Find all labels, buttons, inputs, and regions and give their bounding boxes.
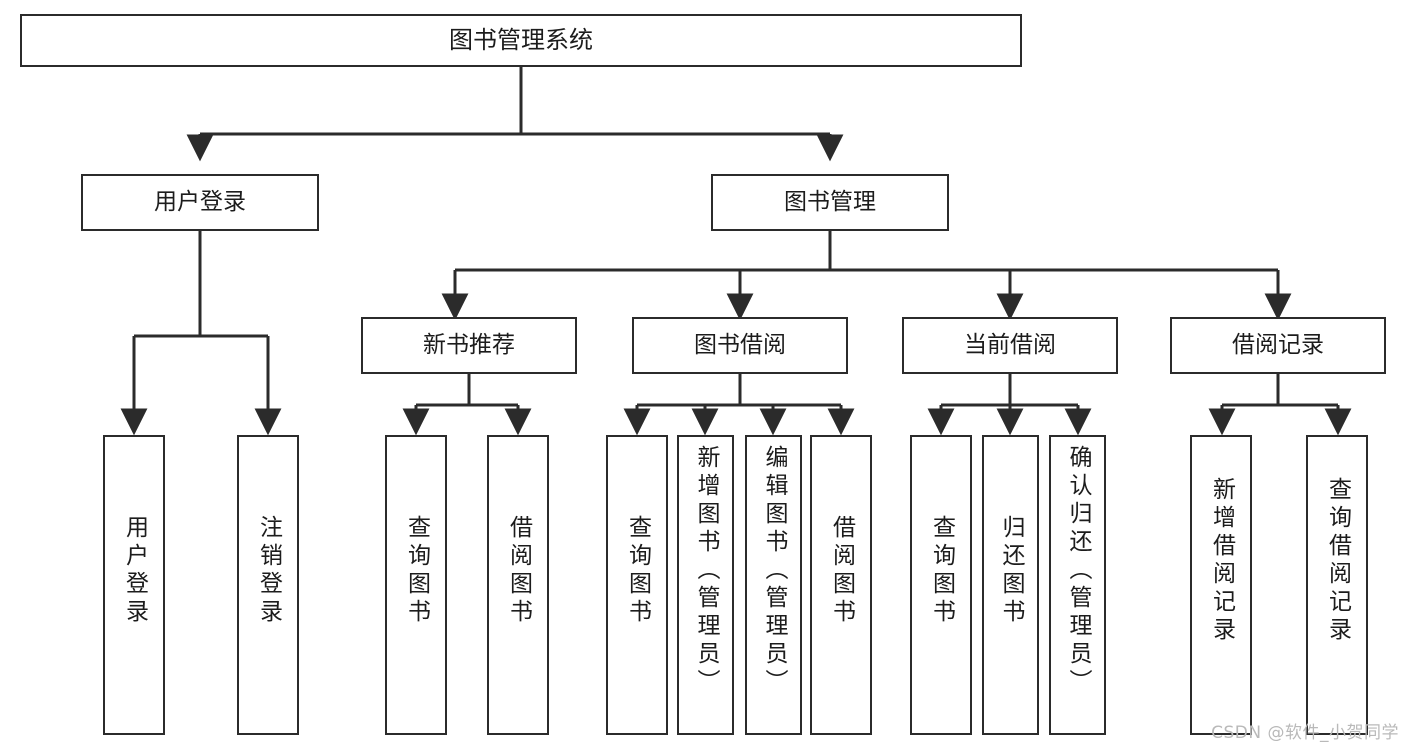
node-label: 借阅图书 (828, 515, 855, 627)
leaf-borrow-edit-book-admin[interactable]: 编辑图书（管理员） (745, 435, 802, 735)
node-root-system[interactable]: 图书管理系统 (20, 14, 1022, 67)
node-label: 查询图书 (928, 515, 955, 627)
node-label: 新增图书（管理员） (693, 445, 719, 697)
node-label: 查询图书 (624, 515, 651, 627)
node-label: 图书借阅 (694, 331, 786, 358)
node-label: 编辑图书（管理员） (761, 445, 787, 697)
leaf-recommend-borrow-book[interactable]: 借阅图书 (487, 435, 549, 735)
node-new-book-recommend[interactable]: 新书推荐 (361, 317, 577, 374)
node-label: 新增借阅记录 (1208, 477, 1235, 645)
leaf-borrow-borrow-book[interactable]: 借阅图书 (810, 435, 872, 735)
leaf-borrow-add-book-admin[interactable]: 新增图书（管理员） (677, 435, 734, 735)
node-label: 查询图书 (403, 515, 430, 627)
leaf-user-login-login[interactable]: 用户登录 (103, 435, 165, 735)
node-current-borrow[interactable]: 当前借阅 (902, 317, 1118, 374)
node-label: 借阅记录 (1232, 331, 1324, 358)
node-label: 用户登录 (121, 515, 148, 627)
node-label: 注销登录 (255, 515, 282, 627)
leaf-current-confirm-return-admin[interactable]: 确认归还（管理员） (1049, 435, 1106, 735)
node-label: 借阅图书 (505, 515, 532, 627)
node-book-management[interactable]: 图书管理 (711, 174, 949, 231)
leaf-current-return-book[interactable]: 归还图书 (982, 435, 1039, 735)
node-book-borrow[interactable]: 图书借阅 (632, 317, 848, 374)
node-label: 图书管理系统 (449, 26, 593, 55)
node-label: 确认归还（管理员） (1065, 445, 1091, 697)
node-label: 用户登录 (154, 188, 246, 215)
node-label: 当前借阅 (964, 331, 1056, 358)
csdn-watermark: CSDN @软件_小贺同学 (1211, 723, 1399, 743)
leaf-record-query-record[interactable]: 查询借阅记录 (1306, 435, 1368, 735)
node-label: 图书管理 (784, 188, 876, 215)
leaf-current-query-book[interactable]: 查询图书 (910, 435, 972, 735)
node-label: 归还图书 (998, 515, 1024, 627)
leaf-recommend-query-book[interactable]: 查询图书 (385, 435, 447, 735)
leaf-user-login-logout[interactable]: 注销登录 (237, 435, 299, 735)
leaf-borrow-query-book[interactable]: 查询图书 (606, 435, 668, 735)
node-borrow-record[interactable]: 借阅记录 (1170, 317, 1386, 374)
node-label: 新书推荐 (423, 331, 515, 358)
leaf-record-add-record[interactable]: 新增借阅记录 (1190, 435, 1252, 735)
node-label: 查询借阅记录 (1324, 477, 1351, 645)
node-user-login[interactable]: 用户登录 (81, 174, 319, 231)
